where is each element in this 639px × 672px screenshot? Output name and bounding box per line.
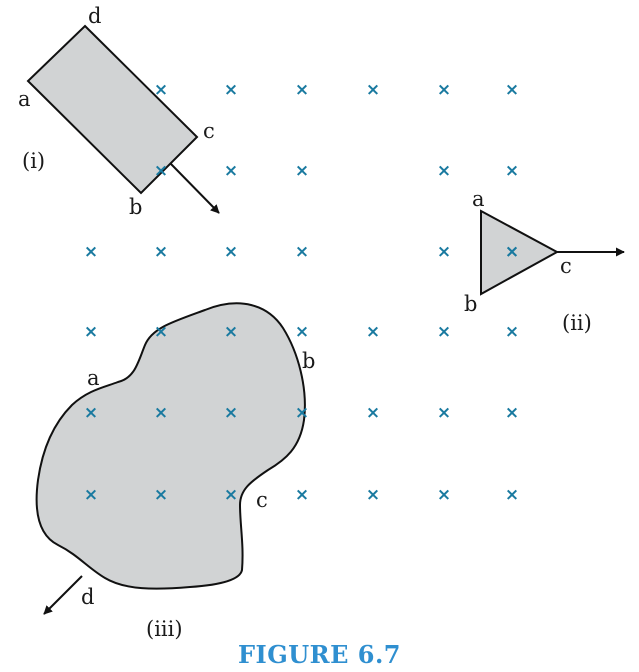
field-cross-24: × [154, 403, 168, 423]
triangle-corner-b: b [464, 292, 477, 316]
triangle-loop-shape [480, 209, 560, 296]
triangle-corner-a: a [472, 187, 485, 211]
field-cross-38: × [437, 242, 451, 262]
field-cross-29: × [505, 403, 519, 423]
field-cross-27: × [366, 403, 380, 423]
field-cross-5: × [505, 80, 519, 100]
rectangle-velocity-arrow [170, 163, 220, 214]
rectangle-corner-c: c [203, 119, 215, 143]
irregular-point-d: d [81, 585, 94, 609]
rectangle-corner-a: a [18, 87, 31, 111]
field-cross-23: × [84, 403, 98, 423]
field-cross-15: × [505, 242, 519, 262]
field-cross-17: × [154, 322, 168, 342]
field-cross-37: × [505, 242, 519, 262]
rectangle-corner-b: b [129, 195, 142, 219]
field-cross-19: × [295, 322, 309, 342]
field-cross-20: × [366, 322, 380, 342]
irregular-velocity-arrow [43, 575, 83, 615]
field-cross-12: × [154, 242, 168, 262]
triangle-tag: (ii) [562, 311, 592, 335]
field-cross-18: × [224, 322, 238, 342]
field-cross-32: × [224, 485, 238, 505]
figure-diagram: d a c b (i) a c b (ii) a b c d (iii) × × ×… [18, 4, 625, 640]
field-cross-2: × [295, 80, 309, 100]
field-cross-4: × [437, 80, 451, 100]
field-cross-0: × [154, 80, 168, 100]
field-cross-22: × [505, 322, 519, 342]
field-cross-31: × [154, 485, 168, 505]
field-cross-30: × [84, 485, 98, 505]
field-cross-16: × [84, 322, 98, 342]
loop-rectangle: d a c b (i) [18, 4, 220, 219]
irregular-loop-shape [35, 302, 306, 590]
loop-irregular: a b c d (iii) [35, 302, 315, 640]
field-cross-21: × [437, 322, 451, 342]
irregular-point-a: a [87, 366, 100, 390]
field-cross-1: × [224, 80, 238, 100]
rectangle-tag: (i) [22, 149, 45, 173]
field-cross-6: × [154, 161, 168, 181]
field-cross-25: × [224, 403, 238, 423]
irregular-point-c: c [256, 488, 268, 512]
field-cross-8: × [295, 161, 309, 181]
rectangle-corner-d: d [88, 4, 101, 28]
irregular-point-b: b [302, 349, 315, 373]
figure-caption: FIGURE 6.7 [237, 640, 402, 669]
field-cross-3: × [366, 80, 380, 100]
field-cross-7: × [224, 161, 238, 181]
field-cross-35: × [437, 485, 451, 505]
field-cross-9: × [437, 161, 451, 181]
field-cross-28: × [437, 403, 451, 423]
irregular-tag: (iii) [146, 617, 183, 640]
triangle-corner-c: c [560, 254, 572, 278]
field-cross-26: × [295, 403, 309, 423]
magnetic-field-crosses: ××××××××××××××××××××××××××××××××××××××× [84, 80, 519, 505]
field-cross-36: × [505, 485, 519, 505]
field-cross-34: × [366, 485, 380, 505]
field-cross-11: × [84, 242, 98, 262]
field-cross-14: × [295, 242, 309, 262]
field-cross-13: × [224, 242, 238, 262]
field-cross-10: × [505, 161, 519, 181]
rectangle-loop-shape [26, 24, 199, 195]
loop-triangle: a c b (ii) [464, 187, 625, 335]
field-cross-33: × [295, 485, 309, 505]
